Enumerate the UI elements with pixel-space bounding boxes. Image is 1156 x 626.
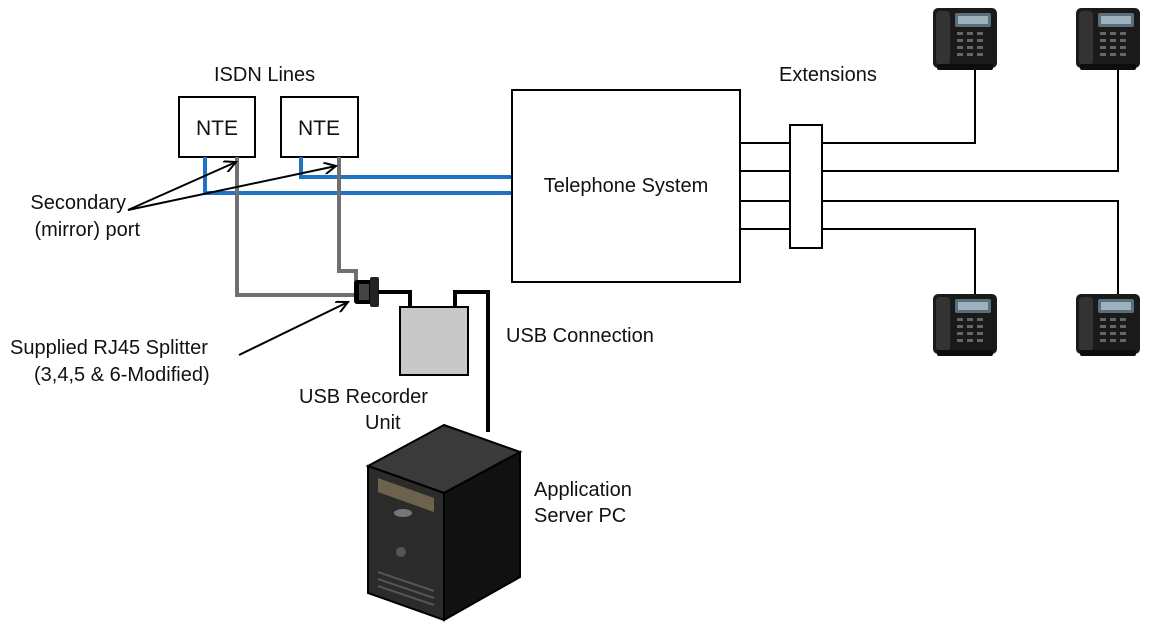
isdn-lines-label: ISDN Lines <box>214 64 315 86</box>
usb-connection-label: USB Connection <box>506 325 654 347</box>
app-server-label-line1: Application <box>534 479 632 501</box>
desk-phone-icon <box>933 8 997 70</box>
splitter-arrow <box>238 302 348 356</box>
desk-phone-icon <box>933 294 997 356</box>
nte-1-label: NTE <box>196 117 238 140</box>
extension-line-3 <box>822 200 1119 300</box>
telephone-system-label: Telephone System <box>544 175 709 197</box>
usb-recorder-label-line1: USB Recorder <box>299 386 428 408</box>
secondary-label-line1: Secondary <box>30 192 126 214</box>
mirror-port-arrow-1 <box>127 162 236 211</box>
rj45-splitter-icon <box>354 277 379 307</box>
extension-line-2 <box>822 58 1119 172</box>
mirror-line-2 <box>337 157 358 283</box>
splitter-label-line2: (3,4,5 & 6-Modified) <box>34 364 210 386</box>
extensions-label: Extensions <box>779 64 877 86</box>
usb-connection-line <box>453 290 490 432</box>
usb-recorder-unit <box>399 306 469 376</box>
nte-box-1 <box>178 96 256 158</box>
mirror-port-arrow-2 <box>127 166 336 211</box>
distribution-block <box>789 124 823 249</box>
server-tower-icon <box>365 423 523 622</box>
telephone-system-box <box>511 89 741 283</box>
splitter-to-recorder-line <box>378 290 412 307</box>
extension-line-4 <box>822 228 976 300</box>
mirror-line-1 <box>235 157 356 297</box>
splitter-label-line1: Supplied RJ45 Splitter <box>10 337 208 359</box>
extension-line-1 <box>822 58 976 144</box>
desk-phone-icon <box>1076 8 1140 70</box>
usb-recorder-label-line2: Unit <box>365 412 401 434</box>
nte-box-2 <box>280 96 359 158</box>
desk-phone-icon <box>1076 294 1140 356</box>
nte-2-label: NTE <box>298 117 340 140</box>
app-server-label-line2: Server PC <box>534 505 626 527</box>
secondary-label-line2: (mirror) port <box>34 219 140 241</box>
isdn-line-2 <box>299 157 512 179</box>
